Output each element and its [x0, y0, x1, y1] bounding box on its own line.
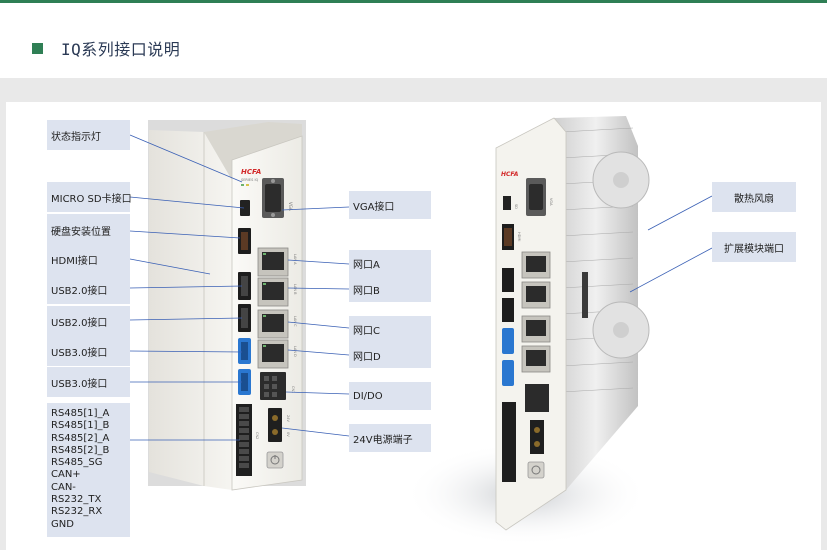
- label-lan-d: 网口D: [349, 342, 431, 368]
- svg-text:24V: 24V: [286, 415, 290, 422]
- serial-pin-label: RS485[1]_A: [51, 408, 110, 419]
- svg-text:VGA: VGA: [549, 198, 553, 206]
- label-status-led: 状态指示灯: [47, 120, 130, 150]
- micro-sd-slot-icon: [240, 200, 250, 216]
- label-dido: DI/DO: [349, 382, 431, 410]
- serial-pin-label: CAN-: [51, 481, 76, 493]
- svg-text:CN2: CN2: [255, 432, 259, 439]
- label-24v-power: 24V电源端子: [349, 424, 431, 452]
- label-expansion-port: 扩展模块端口: [712, 232, 796, 262]
- svg-text:HDMI: HDMI: [517, 232, 521, 241]
- svg-text:LAN D: LAN D: [293, 346, 297, 357]
- svg-text:CN1: CN1: [291, 386, 295, 393]
- serial-pin-label: RS485[1]_B: [51, 420, 110, 432]
- status-led-icon: [241, 184, 244, 186]
- svg-text:LAN A: LAN A: [293, 254, 297, 265]
- label-usb20-1: USB2.0接口: [47, 274, 130, 304]
- svg-text:HCFA: HCFA: [501, 171, 519, 178]
- header-bar: IQ系列接口说明: [0, 0, 827, 78]
- serial-pin-label: RS232_TX: [51, 494, 102, 506]
- label-usb20-2: USB2.0接口: [47, 306, 130, 336]
- lan-ports-icon: [257, 247, 289, 369]
- label-lan-a: 网口A: [349, 250, 431, 276]
- svg-text:VGA: VGA: [288, 202, 293, 211]
- label-usb30-1: USB3.0接口: [47, 336, 130, 366]
- label-usb30-2: USB3.0接口: [47, 367, 130, 397]
- title-bullet-icon: [32, 43, 43, 54]
- serial-pin-label: GND: [51, 518, 74, 530]
- power-button-icon: [266, 451, 284, 469]
- svg-text:SD: SD: [514, 204, 518, 209]
- label-serial-pins: RS485[1]_A RS485[1]_B RS485[2]_A RS485[2…: [47, 403, 130, 537]
- serial-pin-label: RS485[2]_B: [51, 444, 110, 456]
- serial-pin-label: RS232_RX: [51, 506, 103, 518]
- header-gap: [0, 78, 827, 102]
- page-title: IQ系列接口说明: [61, 40, 181, 59]
- label-hdmi: HDMI接口: [47, 244, 130, 274]
- svg-text:LAN C: LAN C: [293, 316, 297, 327]
- label-micro-sd: MICRO SD卡接口: [47, 182, 132, 212]
- device-illustration: HCFA SERIES IQ VGA: [148, 116, 650, 546]
- label-vga: VGA接口: [349, 191, 431, 219]
- brand-logo: HCFA: [241, 168, 261, 176]
- label-lan-b: 网口B: [349, 276, 431, 302]
- serial-pin-label: RS485[2]_A: [51, 432, 110, 444]
- label-hdd-position: 硬盘安装位置: [47, 214, 130, 246]
- label-lan-c: 网口C: [349, 316, 431, 342]
- label-fan: 散热风扇: [712, 182, 796, 212]
- leader-lines: [129, 134, 713, 441]
- expansion-port-icon: [582, 272, 588, 318]
- serial-pin-label: RS485_SG: [51, 457, 103, 469]
- serial-pin-label: CAN+: [51, 469, 81, 481]
- svg-text:SERIES IQ: SERIES IQ: [241, 178, 258, 182]
- left-device-side: [149, 130, 232, 490]
- diagram-panel: HCFA SERIES IQ VGA: [6, 102, 821, 550]
- svg-text:0V: 0V: [286, 432, 290, 437]
- power-terminal-icon: [268, 408, 282, 442]
- svg-text:LAN B: LAN B: [293, 284, 297, 295]
